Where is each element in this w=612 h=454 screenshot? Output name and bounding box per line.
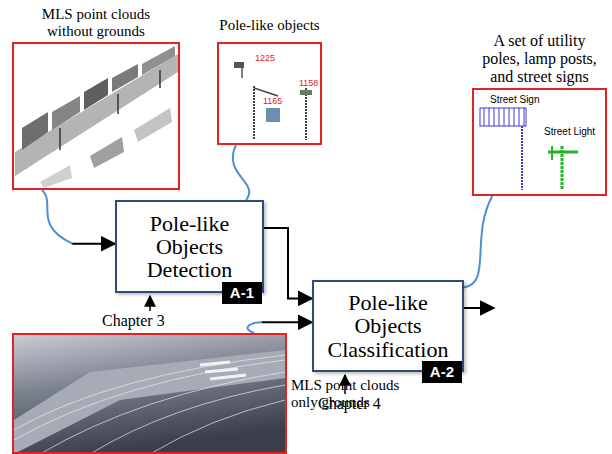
pole-objects bbox=[234, 62, 312, 140]
connector-line bbox=[233, 145, 249, 200]
lamp-head bbox=[300, 90, 312, 95]
ground-fill bbox=[14, 335, 285, 454]
classified-objects bbox=[480, 108, 578, 190]
road-strip bbox=[15, 54, 178, 176]
building bbox=[22, 112, 48, 150]
chapter-note: Chapter 4 bbox=[318, 395, 381, 413]
process-title: Pole-like Objects Detection bbox=[122, 212, 257, 281]
sign bbox=[266, 108, 280, 122]
chapter-note: Chapter 3 bbox=[102, 312, 165, 330]
object-id: 1165 bbox=[263, 96, 282, 106]
panel-heading: MLS point clouds without grounds bbox=[21, 6, 171, 40]
panel-heading: Pole-like objects bbox=[205, 17, 335, 34]
connector bbox=[464, 196, 492, 287]
connector-line bbox=[464, 196, 492, 287]
output-arrow bbox=[462, 307, 494, 309]
object-id: 1158 bbox=[299, 78, 318, 88]
chapter-pointer bbox=[149, 296, 151, 311]
connector bbox=[264, 228, 312, 299]
scan-lines bbox=[14, 355, 285, 454]
step-tag: A-2 bbox=[422, 361, 462, 383]
connector-line bbox=[262, 321, 312, 323]
building bbox=[142, 46, 175, 75]
pole-points bbox=[159, 70, 161, 88]
connector-line bbox=[42, 190, 72, 244]
connector bbox=[233, 145, 249, 200]
step-tag: A-1 bbox=[222, 282, 262, 304]
building bbox=[90, 137, 124, 168]
pole bbox=[305, 88, 307, 140]
arm bbox=[254, 88, 278, 96]
street-sign-plate bbox=[480, 108, 526, 126]
pole bbox=[241, 66, 243, 78]
building bbox=[40, 165, 72, 188]
street-sign-hatch bbox=[484, 108, 524, 126]
connector bbox=[42, 190, 115, 244]
building bbox=[112, 64, 138, 92]
connector-line bbox=[72, 243, 115, 245]
street-point-cloud bbox=[15, 46, 178, 188]
ground-point-cloud bbox=[14, 335, 285, 454]
pole-points bbox=[59, 128, 61, 150]
crosswalk bbox=[200, 362, 246, 379]
process-title: Pole-like Objects Classification bbox=[319, 291, 457, 360]
building bbox=[84, 78, 108, 110]
street-sign-pole bbox=[521, 126, 523, 190]
image-panel: MLS point clouds without grounds bbox=[12, 42, 180, 190]
street-light-arm bbox=[551, 146, 553, 160]
building bbox=[52, 96, 80, 130]
building bbox=[134, 108, 172, 142]
connector-line bbox=[264, 228, 312, 299]
panel-heading: A set of utility poles, lamp posts, and … bbox=[479, 32, 601, 86]
image-panel: MLS point clouds only grounds bbox=[12, 333, 287, 454]
class-label: Street Sign bbox=[490, 94, 539, 105]
object-id: 1225 bbox=[255, 53, 275, 63]
pole bbox=[253, 86, 255, 140]
image-panel: Pole-like objects122511651158 bbox=[217, 42, 322, 145]
road-surface bbox=[14, 350, 285, 454]
connector-line bbox=[248, 322, 262, 333]
pole-points bbox=[117, 94, 119, 114]
process-box: Pole-like Objects ClassificationA-2 bbox=[312, 280, 464, 372]
process-box: Pole-like Objects DetectionA-1 bbox=[115, 200, 264, 293]
image-panel: A set of utility poles, lamp posts, and … bbox=[472, 88, 607, 196]
class-label: Street Light bbox=[544, 126, 595, 137]
connector bbox=[248, 322, 312, 333]
